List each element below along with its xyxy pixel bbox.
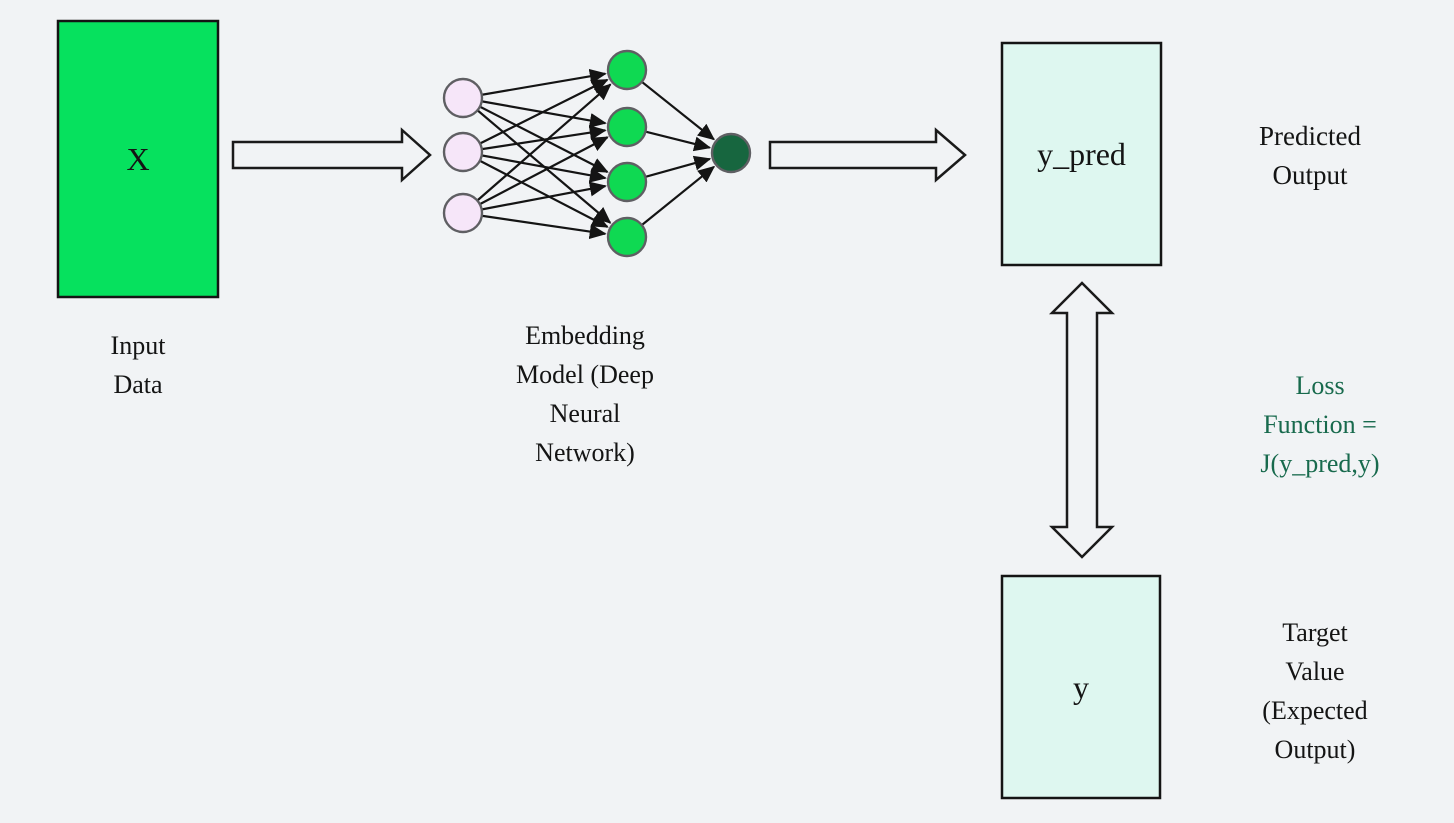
network-edge: [462, 97, 612, 224]
network-edge: [462, 68, 607, 100]
network-edge: [462, 181, 607, 215]
input-box-label: X: [126, 141, 150, 177]
target-caption: Target Value (Expected Output): [1262, 618, 1368, 764]
hidden-node: [606, 216, 648, 258]
network-edge: [462, 78, 609, 153]
input-box-caption: Input Data: [110, 331, 166, 399]
predicted-box-label: y_pred: [1037, 136, 1126, 172]
network-edge: [462, 151, 609, 228]
network-edge: [462, 150, 607, 183]
input-node: [442, 77, 484, 119]
hidden-node: [606, 49, 648, 91]
network-edge: [462, 97, 609, 173]
loss-function-caption: Loss Function = J(y_pred,y): [1260, 371, 1380, 478]
loss-double-arrow-icon: [1048, 281, 1116, 559]
network-edge: [462, 211, 607, 239]
arrow-input-to-model-icon: [231, 127, 432, 183]
hidden-node: [606, 106, 648, 148]
output-node: [710, 132, 752, 174]
model-caption: Embedding Model (Deep Neural Network): [516, 321, 654, 467]
target-box-label: y: [1073, 669, 1089, 705]
input-node: [442, 131, 484, 173]
neural-network: [442, 49, 752, 258]
network-edge: [462, 125, 607, 154]
network-edge: [462, 96, 607, 128]
network-edge: [462, 136, 609, 214]
predicted-output-box: [1000, 41, 1163, 267]
input-node: [442, 192, 484, 234]
input-data-box: [56, 19, 220, 299]
network-edge: [462, 83, 612, 214]
predicted-caption: Predicted Output: [1259, 121, 1361, 190]
hidden-node: [606, 161, 648, 203]
arrow-model-to-output-icon: [768, 127, 967, 183]
target-value-box: [1000, 574, 1162, 800]
